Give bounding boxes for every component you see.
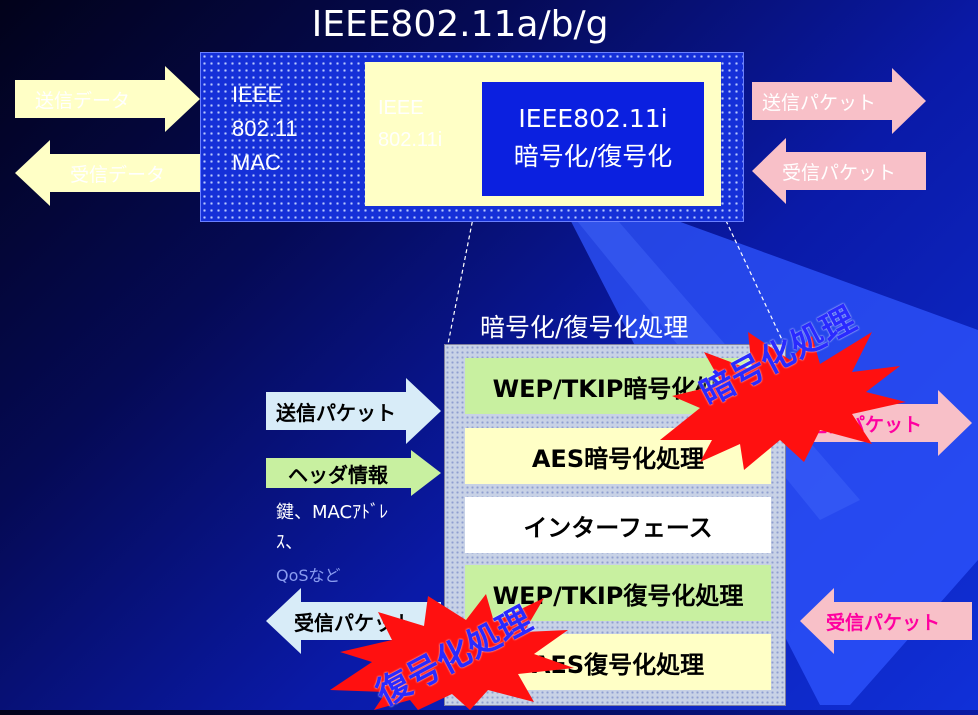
recv-packet-label-top: 受信パケット [782,161,897,184]
recv-data-label: 受信データ [70,163,166,186]
header-note-line1: 鍵、MACｱﾄﾞﾚ [276,502,389,523]
arrow-right-shape [266,378,441,444]
arrow-right-shape [752,68,926,134]
recv-data-arrow: 受信データ [15,140,200,206]
row-aes-encrypt: AES暗号化処理 [465,428,771,484]
arrow-left-shape [800,588,972,654]
encrypt-module-line2: 暗号化/復号化 [513,142,673,171]
ieee-i-label-line1: IEEE [378,97,424,119]
send-data-arrow: 送信データ [15,66,200,132]
header-note-line2: ｽ、 [276,532,303,553]
mac-label-line3: MAC [232,150,281,175]
arrow-left-shape [15,140,200,206]
recv-packet-arrow-top: 受信パケット [752,138,926,204]
encrypt-decrypt-module: IEEE802.11i 暗号化/復号化 [482,82,704,196]
arrow-right-shape [266,450,441,496]
send-packet-label-top: 送信パケット [762,91,877,114]
row-interface: インターフェース [465,497,771,553]
send-packet-arrow-top: 送信パケット [752,68,926,134]
header-note-line3: QoSなど [276,566,341,585]
header-info-label: ヘッダ情報 [288,462,388,487]
header-info-arrow: ヘッダ情報 [266,450,441,496]
mac-label: IEEE 802.11 MAC [232,78,298,180]
process-title: 暗号化/復号化処理 [480,313,689,342]
decrypt-burst-icon [330,594,574,710]
mac-label-line2: 802.11 [232,116,298,141]
arrow-right-shape [15,66,200,132]
encrypt-module-line1: IEEE802.11i [518,104,668,133]
page-title: IEEE802.11a/b/g [311,4,609,45]
header-note: 鍵、MACｱﾄﾞﾚ ｽ、 [276,498,388,558]
send-data-label: 送信データ [35,89,131,112]
send-packet-in-arrow: 送信パケット [266,378,441,444]
send-packet-in-label: 送信パケット [276,400,396,425]
mac-label-line1: IEEE [232,82,283,107]
ieee-802-11i-label: IEEE 802.11i [378,92,442,156]
zoom-line-left [447,207,476,345]
ieee-i-label-line2: 802.11i [378,129,443,151]
recv-packet-in-label: 受信パケット [826,611,941,634]
encrypt-burst-icon [660,332,906,470]
arrow-left-shape [752,138,926,204]
recv-packet-in-arrow: 受信パケット [800,588,972,654]
